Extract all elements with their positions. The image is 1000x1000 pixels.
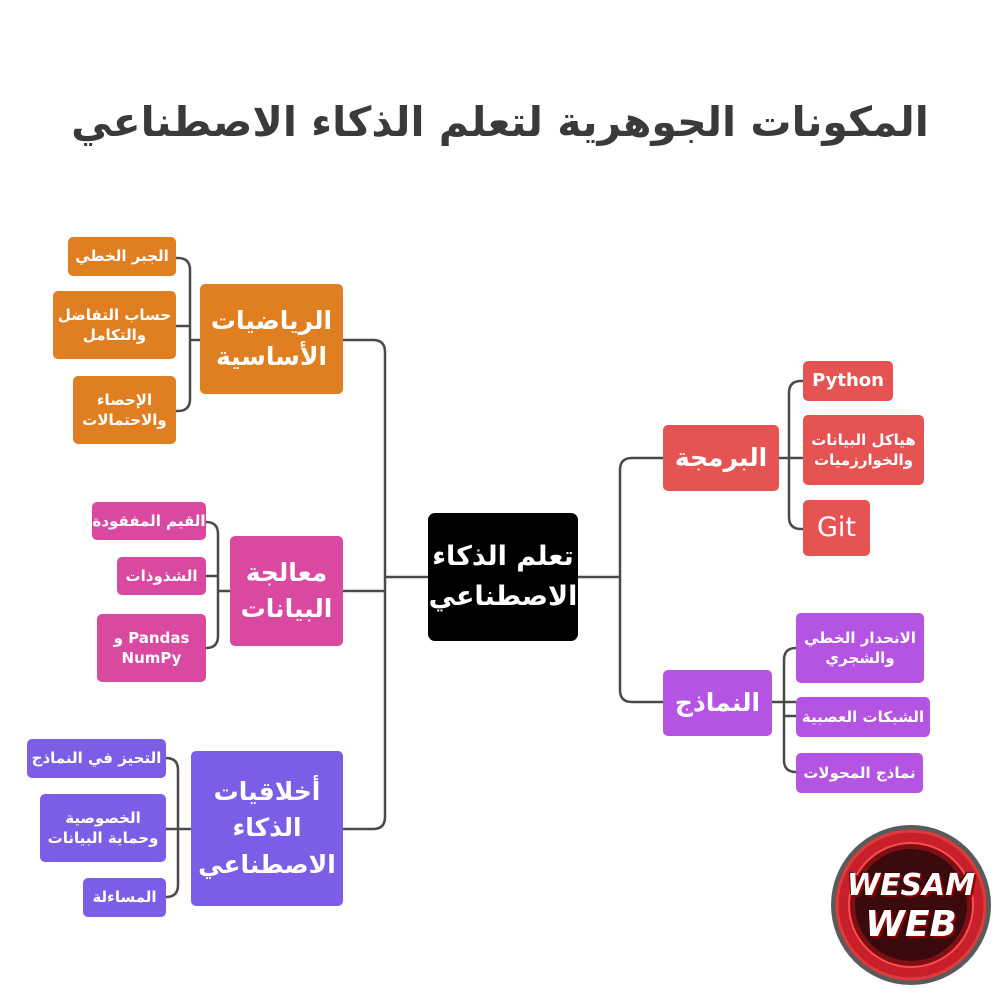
connector-ethics-children <box>165 756 180 899</box>
math-linear-algebra: الجبر الخطي <box>68 237 176 276</box>
branch-math: الرياضيات الأساسية <box>200 284 343 394</box>
ethics-privacy: الخصوصية وحماية البيانات <box>40 794 166 862</box>
math-calculus: حساب التفاضل والتكامل <box>53 291 176 359</box>
ethics-accountability: المساءلة <box>83 878 166 917</box>
programming-python: Python <box>803 361 893 401</box>
data-missing-values: القيم المفقودة <box>92 502 206 540</box>
connector-programming-children <box>787 379 803 531</box>
ethics-model-bias: التحيز في النماذج <box>27 739 166 778</box>
models-neural-networks: الشبكات العصبية <box>796 697 930 737</box>
data-outliers: الشذوذات <box>117 557 206 595</box>
wesam-web-logo: WESAM WEB <box>828 822 994 988</box>
connector-math-children <box>176 256 192 413</box>
programming-data-structures: هياكل البيانات والخوارزميات <box>803 415 924 485</box>
models-regression-trees: الانحدار الخطي والشجري <box>796 613 924 683</box>
branch-data-processing: معالجة البيانات <box>230 536 343 646</box>
page-title: المكونات الجوهرية لتعلم الذكاء الاصطناعي <box>71 98 929 146</box>
connector-right-trunk <box>618 456 663 704</box>
models-transformers: نماذج المحولات <box>796 753 923 793</box>
data-pandas-numpy: Pandas و NumPy <box>97 614 206 682</box>
branch-ai-ethics: أخلاقيات الذكاء الاصطناعي <box>191 751 343 906</box>
logo-text-line2: WEB <box>865 904 957 945</box>
center-node: تعلم الذكاء الاصطناعي <box>428 513 578 641</box>
logo-text-line1: WESAM <box>846 868 976 903</box>
branch-programming: البرمجة <box>663 425 779 491</box>
math-statistics: الإحصاء والاحتمالات <box>73 376 176 444</box>
branch-models: النماذج <box>663 670 772 736</box>
connector-left-trunk <box>343 338 387 831</box>
connector-models-children <box>782 646 797 774</box>
programming-git: Git <box>803 500 870 556</box>
connector-data-children <box>205 520 220 650</box>
